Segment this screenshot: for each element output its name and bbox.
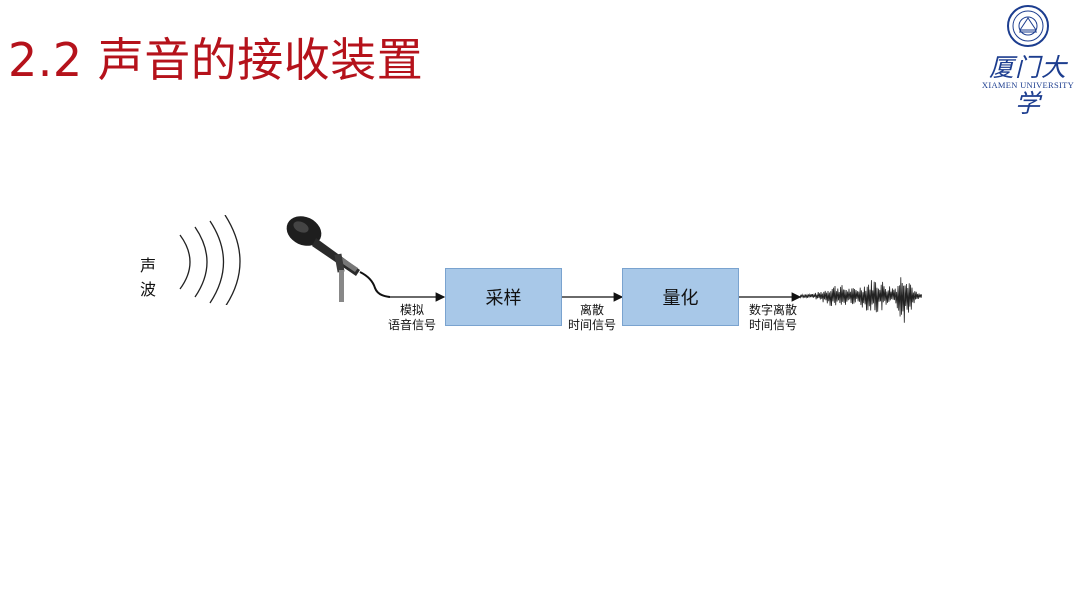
quantization-block: 量化 — [622, 268, 739, 326]
signal-arrows — [388, 292, 802, 302]
university-name-cn: 厦门大学 — [988, 53, 1067, 118]
university-name-en: XIAMEN UNIVERSITY — [981, 80, 1075, 90]
waveform-trace — [800, 277, 922, 323]
digital-signal-line1: 数字离散 — [748, 303, 797, 317]
university-emblem-icon — [1007, 5, 1049, 47]
analog-signal-line1: 模拟 — [399, 303, 424, 317]
analog-signal-label: 模拟 语音信号 — [382, 303, 442, 333]
digital-signal-label: 数字离散 时间信号 — [743, 303, 803, 333]
waveform-icon — [800, 277, 922, 323]
sound-wave-label: 声波 — [140, 256, 157, 299]
sound-wave-icon — [179, 215, 241, 305]
slide-title: 2.2 声音的接收装置 — [8, 33, 424, 87]
analog-signal-line2: 语音信号 — [387, 318, 436, 332]
microphone-icon — [286, 216, 390, 302]
sampling-block: 采样 — [445, 268, 562, 326]
discrete-time-signal-line1: 离散 — [579, 303, 604, 317]
digital-signal-line2: 时间信号 — [748, 318, 797, 332]
university-logo: 厦门大学 XIAMEN UNIVERSITY — [978, 4, 1078, 118]
discrete-time-signal-line2: 时间信号 — [567, 318, 616, 332]
discrete-time-signal-label: 离散 时间信号 — [562, 303, 622, 333]
